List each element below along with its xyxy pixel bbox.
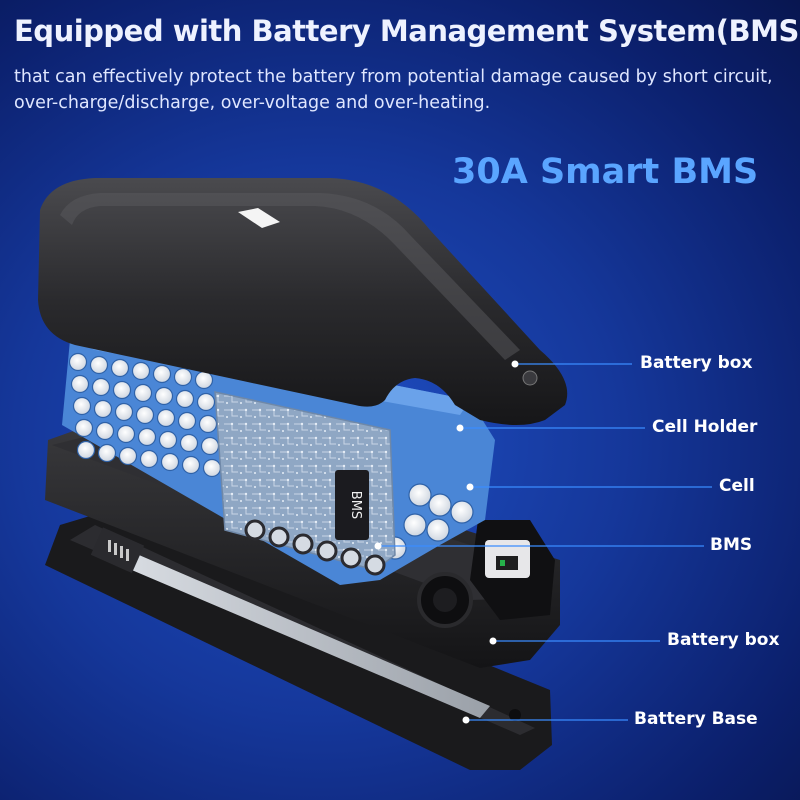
cell-end-icon: [95, 421, 115, 441]
cell-end-icon: [194, 370, 214, 390]
headline: Equipped with Battery Management System(…: [14, 14, 800, 48]
cell-bottom-icon: [268, 526, 290, 548]
cell-end-icon: [76, 440, 96, 460]
cell-bottom-icon: [244, 519, 266, 541]
cell-end-icon: [116, 424, 136, 444]
cell-end-icon: [450, 500, 474, 524]
cell-end-icon: [139, 449, 159, 469]
bms-chip-label: BMS: [348, 491, 363, 519]
callout-label-battery-box-bottom: Battery box: [667, 630, 780, 650]
cell-end-icon: [74, 418, 94, 438]
cell-end-icon: [426, 518, 450, 542]
cell-end-icon: [198, 414, 218, 434]
cell-end-icon: [118, 446, 138, 466]
cell-end-icon: [112, 380, 132, 400]
cell-end-icon: [179, 433, 199, 453]
cell-end-icon: [68, 352, 88, 372]
cell-end-icon: [152, 364, 172, 384]
cell-end-icon: [202, 458, 222, 478]
description-text: that can effectively protect the battery…: [14, 67, 773, 113]
cell-end-icon: [72, 396, 92, 416]
cell-end-icon: [110, 358, 130, 378]
cell-end-icon: [156, 408, 176, 428]
cell-end-icon: [196, 392, 216, 412]
cell-end-icon: [133, 383, 153, 403]
cell-bottom-icon: [316, 540, 338, 562]
cell-end-icon: [114, 402, 134, 422]
callout-dots: [374, 360, 519, 724]
cell-end-icon: [158, 430, 178, 450]
battery-box-top-part: [38, 178, 568, 425]
callout-label-battery-box-top: Battery box: [640, 353, 753, 373]
cell-end-icon: [408, 483, 432, 507]
cell-end-icon: [177, 411, 197, 431]
cell-end-icon: [70, 374, 90, 394]
cell-end-icon: [89, 355, 109, 375]
cell-end-icon: [175, 389, 195, 409]
callout-label-bms: BMS: [710, 535, 753, 555]
cell-end-icon: [131, 361, 151, 381]
cell-end-icon: [97, 443, 117, 463]
battery-base-part: [45, 510, 552, 770]
bms-board-part: BMS: [214, 391, 396, 576]
cell-bottom-icon: [340, 547, 362, 569]
bms-title: 30A Smart BMS: [452, 152, 759, 192]
cell-end-icon: [428, 493, 452, 517]
cell-end-icon: [93, 399, 113, 419]
callout-label-cell-holder: Cell Holder: [652, 417, 758, 437]
callout-label-cell: Cell: [719, 476, 755, 496]
cell-end-icon: [137, 427, 157, 447]
cell-end-icon: [173, 367, 193, 387]
cell-bottom-icon: [292, 533, 314, 555]
cell-end-icon: [181, 455, 201, 475]
cell-end-icon: [135, 405, 155, 425]
cell-bottom-icon: [364, 554, 386, 576]
cell-end-icon: [160, 452, 180, 472]
callout-label-battery-base: Battery Base: [634, 709, 758, 729]
cell-end-icon: [403, 513, 427, 537]
callout-lines: [378, 363, 712, 721]
cell-end-icon: [154, 386, 174, 406]
cell-end-icon: [200, 436, 220, 456]
cell-end-icon: [91, 377, 111, 397]
